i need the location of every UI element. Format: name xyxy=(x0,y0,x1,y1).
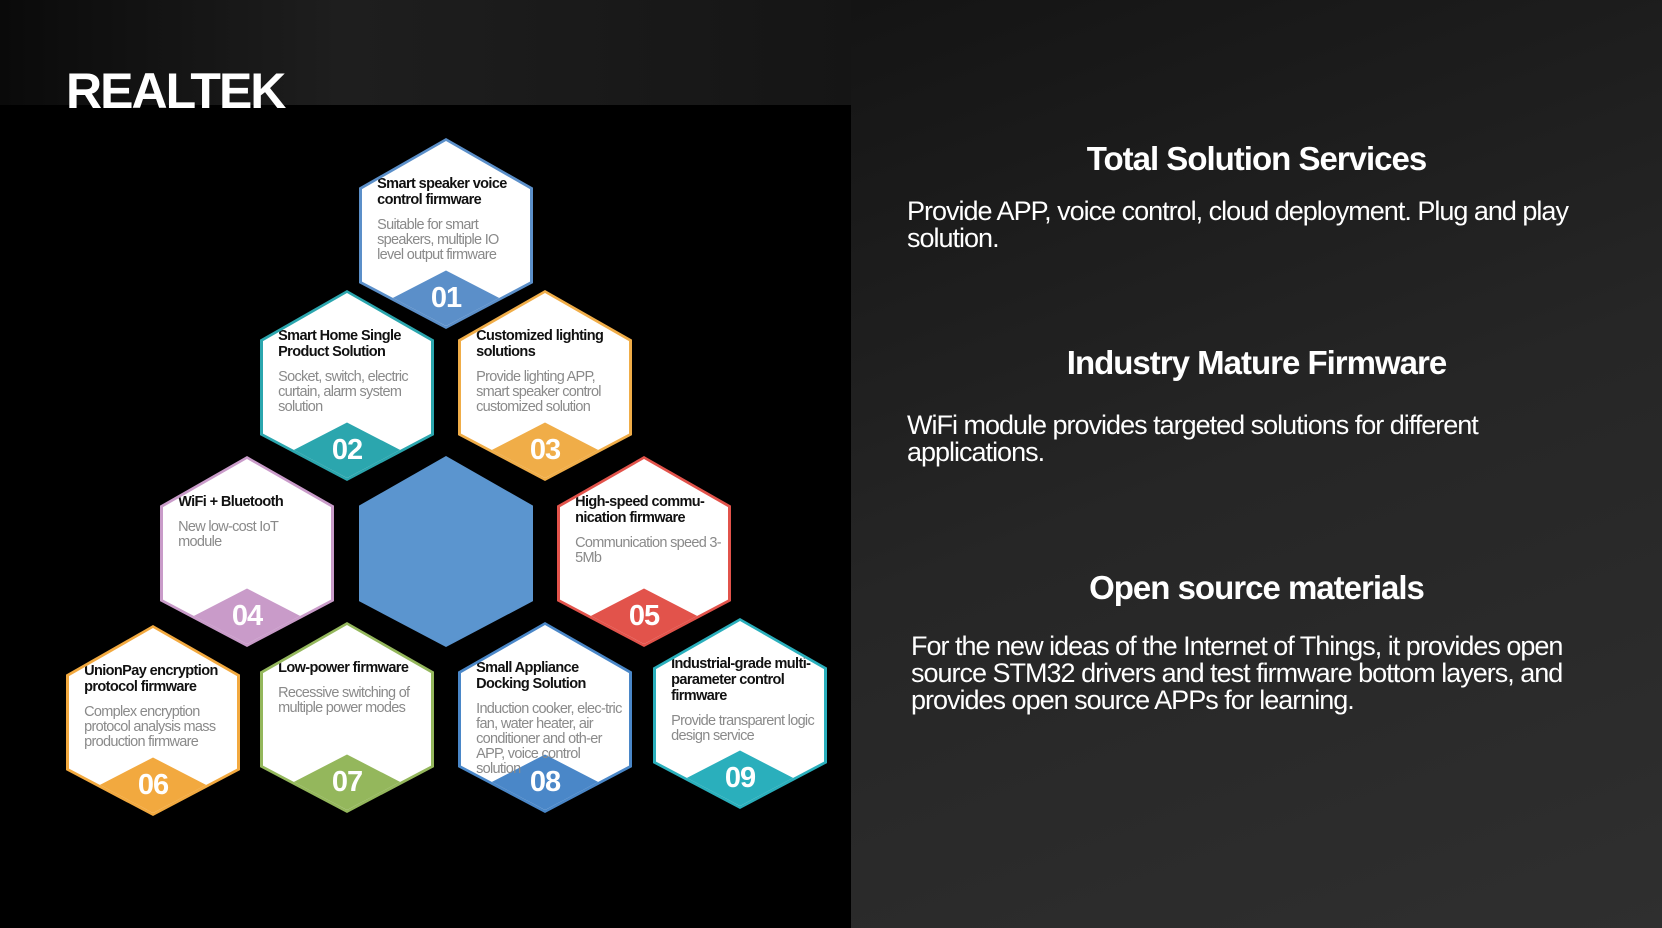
hexagon-content: Low-power firmware Recessive switching o… xyxy=(278,660,424,716)
hexagon-09: 09 Industrial-grade multi-parameter cont… xyxy=(653,618,827,809)
hexagon-number: 08 xyxy=(529,765,561,798)
header-band xyxy=(0,0,851,105)
hexagon-title: High-speed commu-nication firmware xyxy=(575,494,705,527)
hexagon-content: Small Appliance Docking Solution Inducti… xyxy=(476,660,622,777)
hexagon-number: 05 xyxy=(628,599,660,632)
hexagon-01: 01 Smart speaker voice control firmware … xyxy=(359,138,533,329)
hexagon-number: 02 xyxy=(331,433,363,466)
hexagon-title: Small Appliance Docking Solution xyxy=(476,660,586,693)
hexagon-title: Smart speaker voice control firmware xyxy=(377,176,507,209)
hexagon-number: 09 xyxy=(724,761,756,794)
hexagon-description: Complex encryption protocol analysis mas… xyxy=(84,704,216,751)
hexagon-number: 03 xyxy=(529,433,561,466)
hexagon-body: 01 Smart speaker voice control firmware … xyxy=(362,141,530,326)
hexagon-content: UnionPay encryption protocol firmware Co… xyxy=(84,663,230,750)
section-heading-open-source: Open source materials xyxy=(1089,569,1425,606)
hexagon-content: Smart Home Single Product Solution Socke… xyxy=(278,328,424,415)
hexagon-content: WiFi + Bluetooth New low-cost IoT module xyxy=(178,494,324,550)
hexagon-content: Customized lighting solutions Provide li… xyxy=(476,328,622,415)
hexagon-description: Suitable for smart speakers, multiple IO… xyxy=(377,217,499,264)
hexagon-title: UnionPay encryption protocol firmware xyxy=(84,663,218,696)
hexagon-description: Provide lighting APP, smart speaker cont… xyxy=(476,369,601,416)
section-heading-total-solution: Total Solution Services xyxy=(1086,140,1427,177)
hexagon-number: 01 xyxy=(430,281,462,314)
hexagon-title: Smart Home Single Product Solution xyxy=(278,328,401,361)
hexagon-number: 07 xyxy=(331,765,363,798)
realtek-logo: REALTEK xyxy=(66,63,286,119)
hexagon-body: 03 Customized lighting solutions Provide… xyxy=(461,293,629,478)
hexagon-description: New low-cost IoT module xyxy=(178,519,278,551)
right-panel xyxy=(851,0,1662,928)
hexagon-description: Provide transparent logic design service xyxy=(671,713,815,745)
hexagon-description: Recessive switching of multiple power mo… xyxy=(278,685,410,717)
hexagon-title: Customized lighting solutions xyxy=(476,328,604,361)
hexagon-content: High-speed commu-nication firmware Commu… xyxy=(575,494,721,566)
section-text-open-source: For the new ideas of the Internet of Thi… xyxy=(911,631,1563,715)
hexagon-description: Communication speed 3-5Mb xyxy=(575,535,721,567)
hexagon-number: 04 xyxy=(231,599,263,632)
section-text-industry-firmware: WiFi module provides targeted solutions … xyxy=(907,410,1479,467)
hexagon-title: Low-power firmware xyxy=(278,660,409,677)
hexagon-03: 03 Customized lighting solutions Provide… xyxy=(458,290,632,481)
section-text-total-solution: Provide APP, voice control, cloud deploy… xyxy=(907,196,1569,253)
hexagon-description: Induction cooker, elec-tric fan, water h… xyxy=(476,701,622,778)
section-heading-industry-firmware: Industry Mature Firmware xyxy=(1066,344,1447,381)
hexagon-content: Industrial-grade multi-parameter control… xyxy=(671,656,817,744)
hexagon-content: Smart speaker voice control firmware Sui… xyxy=(377,176,523,263)
hexagon-title: Industrial-grade multi-parameter control… xyxy=(671,656,811,705)
hexagon-title: WiFi + Bluetooth xyxy=(178,494,284,511)
hexagon-number: 06 xyxy=(137,768,169,801)
hexagon-description: Socket, switch, electric curtain, alarm … xyxy=(278,369,409,416)
